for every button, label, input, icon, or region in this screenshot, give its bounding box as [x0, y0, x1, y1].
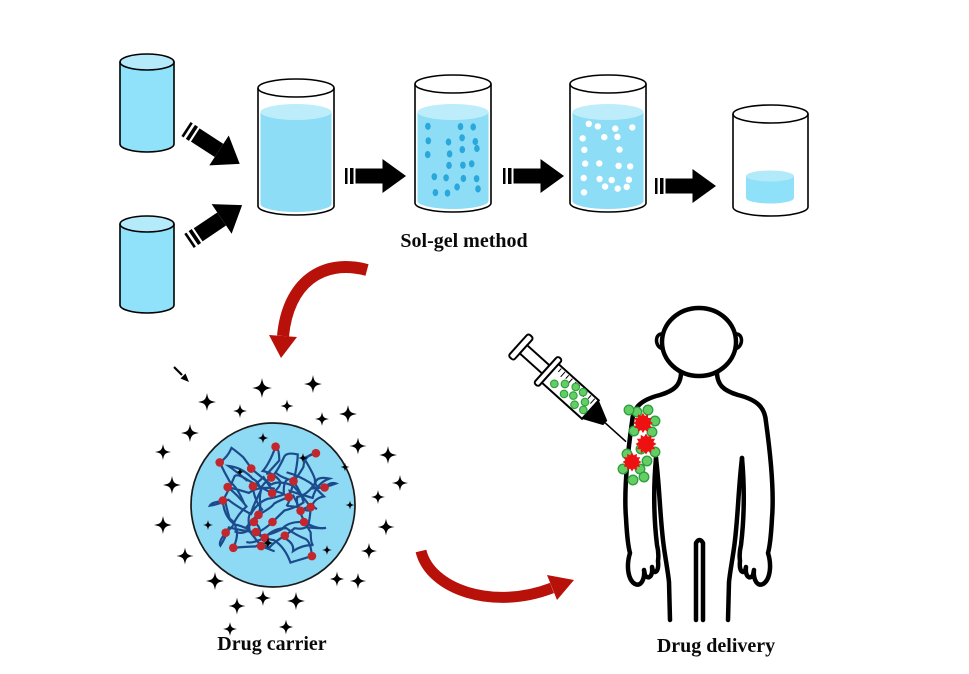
- right-torso-leg-outline: [725, 455, 745, 623]
- inner-leg-outline: [693, 537, 706, 623]
- left-torso-leg-outline: [653, 455, 673, 623]
- mix-arrow-up-icon: [179, 190, 253, 256]
- head-outline: [659, 305, 739, 379]
- beaker-solution: [257, 78, 335, 216]
- injected-particles: [617, 404, 661, 486]
- syringe-cone: [582, 400, 608, 426]
- reagent-vial-2: [119, 215, 175, 314]
- sol-gel-method-label: Sol-gel method: [400, 230, 527, 252]
- process-arrow-2-icon: [503, 159, 564, 193]
- reagent-vial-1: [119, 53, 175, 153]
- ears-outline: [654, 332, 744, 351]
- beaker-sol: [414, 74, 492, 213]
- to-delivery-curved-arrow-icon: [415, 549, 574, 603]
- gel-particle-dots: [579, 120, 636, 196]
- pointer-arrow-icon: [173, 366, 189, 382]
- mix-arrow-down-icon: [176, 114, 250, 179]
- right-arm-outline: [714, 366, 775, 587]
- drug-molecule-dots: [215, 442, 329, 561]
- beaker-xerogel: [732, 104, 809, 217]
- sol-particle-dots: [424, 122, 481, 197]
- virus-icon: [635, 433, 657, 455]
- virus-icon: [622, 452, 642, 472]
- syringe-drug-particles: [549, 379, 590, 415]
- human-body-figure: [623, 305, 775, 623]
- syringe-needle: [604, 422, 627, 443]
- drug-carrier-label: Drug carrier: [217, 633, 327, 655]
- beaker-gel: [569, 74, 647, 213]
- to-carrier-curved-arrow-icon: [269, 261, 369, 358]
- virus-icon: [633, 413, 653, 433]
- process-arrow-1-icon: [345, 159, 406, 193]
- syringe-icon: [508, 333, 627, 443]
- process-arrow-3-icon: [655, 169, 716, 203]
- drug-delivery-label: Drug delivery: [657, 635, 775, 657]
